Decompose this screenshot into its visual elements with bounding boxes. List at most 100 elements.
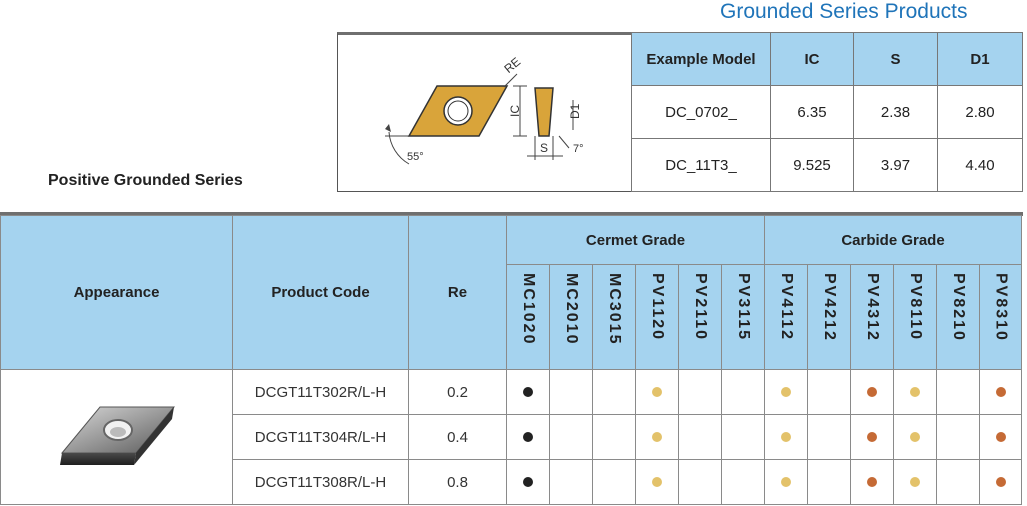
grade-cell [721, 369, 765, 415]
insert-hole-inner [447, 100, 469, 122]
series-title: Grounded Series Products [720, 0, 968, 23]
re-cell: 0.8 [408, 459, 507, 505]
spec-cell: 9.525 [770, 138, 854, 192]
re-leader [503, 73, 518, 88]
insert-profile [534, 87, 554, 137]
product-code-cell: DCGT11T308R/L-H [232, 459, 409, 505]
arrow-head [385, 124, 391, 132]
angle-arc [388, 131, 410, 165]
availability-dot [652, 386, 662, 397]
spec-row: DC_0702_ 6.35 2.38 2.80 [631, 85, 1023, 139]
grade-cell [936, 369, 980, 415]
grade-cell [549, 369, 593, 415]
grade-label: PV3115 [735, 273, 752, 342]
availability-dot [995, 431, 1006, 442]
grade-label: PV1120 [649, 273, 666, 342]
grade-cell [678, 459, 722, 505]
availability-dot [910, 476, 920, 487]
availability-dot [523, 386, 533, 397]
spec-header-model: Example Model [631, 32, 771, 86]
grade-cell [592, 414, 636, 460]
grade-cell [807, 459, 851, 505]
grade-header-pv2110: PV2110 [678, 264, 722, 370]
grade-cell [893, 459, 937, 505]
grade-header-pv1120: PV1120 [635, 264, 679, 370]
grade-label: PV4212 [821, 273, 838, 342]
spec-header-d1: D1 [937, 32, 1023, 86]
grade-cell [549, 414, 593, 460]
grade-cell [635, 414, 679, 460]
grade-cell [549, 459, 593, 505]
label-angle-7: 7° [573, 143, 584, 155]
grade-label: MC2010 [563, 273, 580, 346]
availability-dot [781, 431, 791, 442]
grade-cell [807, 414, 851, 460]
grade-cell [979, 414, 1022, 460]
grade-cell [592, 459, 636, 505]
grade-header-mc2010: MC2010 [549, 264, 593, 370]
spec-header-row: Example Model IC S D1 [631, 32, 1023, 86]
grade-header-pv8310: PV8310 [979, 264, 1022, 370]
availability-dot [781, 386, 791, 397]
grade-header-pv8210: PV8210 [936, 264, 980, 370]
grade-cell [721, 414, 765, 460]
grade-cell [893, 369, 937, 415]
spec-header-ic: IC [770, 32, 854, 86]
header-re: Re [408, 215, 507, 370]
section-title: Positive Grounded Series [48, 172, 243, 189]
spec-cell: 2.38 [853, 85, 938, 139]
grade-cell [979, 459, 1022, 505]
availability-dot [867, 431, 877, 442]
label-d1: D1 [568, 103, 582, 119]
label-angle-55: 55° [407, 151, 424, 163]
availability-dot [910, 386, 920, 397]
availability-dot [867, 476, 877, 487]
grade-label: PV8310 [992, 273, 1010, 342]
grade-cell [635, 459, 679, 505]
insert-image [60, 406, 176, 465]
spec-header-s: S [853, 32, 938, 86]
grade-header-mc1020: MC1020 [506, 264, 550, 370]
grade-header-pv3115: PV3115 [721, 264, 765, 370]
grade-header-mc3015: MC3015 [592, 264, 636, 370]
spec-row: DC_11T3_ 9.525 3.97 4.40 [631, 138, 1023, 192]
spec-cell: 3.97 [853, 138, 938, 192]
header-appearance: Appearance [0, 215, 233, 370]
grade-header-pv4312: PV4312 [850, 264, 894, 370]
grade-cell [936, 459, 980, 505]
availability-dot [652, 431, 662, 442]
table-top-rule [0, 212, 1023, 216]
spec-cell: 4.40 [937, 138, 1023, 192]
spec-cell: DC_11T3_ [631, 138, 771, 192]
availability-dot [867, 386, 877, 397]
re-cell: 0.2 [408, 369, 507, 415]
grade-label: PV8110 [907, 273, 924, 342]
product-code-cell: DCGT11T302R/L-H [232, 369, 409, 415]
grade-label: MC3015 [606, 273, 623, 346]
grade-label: PV4112 [778, 273, 795, 342]
grade-label: PV4312 [864, 273, 881, 342]
availability-dot [995, 476, 1006, 487]
label-s: S [540, 141, 548, 155]
availability-dot [781, 476, 791, 487]
grade-header-row: MC1020 MC2010 MC3015 PV1120 PV2110 PV3115 PV41… [1, 264, 1022, 370]
grade-cell [678, 414, 722, 460]
grade-cell [850, 369, 894, 415]
spec-cell: 2.80 [937, 85, 1023, 139]
grade-header-pv4212: PV4212 [807, 264, 851, 370]
grade-cell [635, 369, 679, 415]
grade-label: MC1020 [520, 273, 537, 346]
grade-cell [850, 414, 894, 460]
header-carbide-grade: Carbide Grade [764, 215, 1022, 265]
availability-dot [523, 476, 533, 487]
availability-dot [995, 386, 1006, 397]
grade-cell [506, 459, 550, 505]
spec-cell: DC_0702_ [631, 85, 771, 139]
grade-cell [721, 459, 765, 505]
header-cermet-grade: Cermet Grade [506, 215, 765, 265]
grade-cell [592, 369, 636, 415]
